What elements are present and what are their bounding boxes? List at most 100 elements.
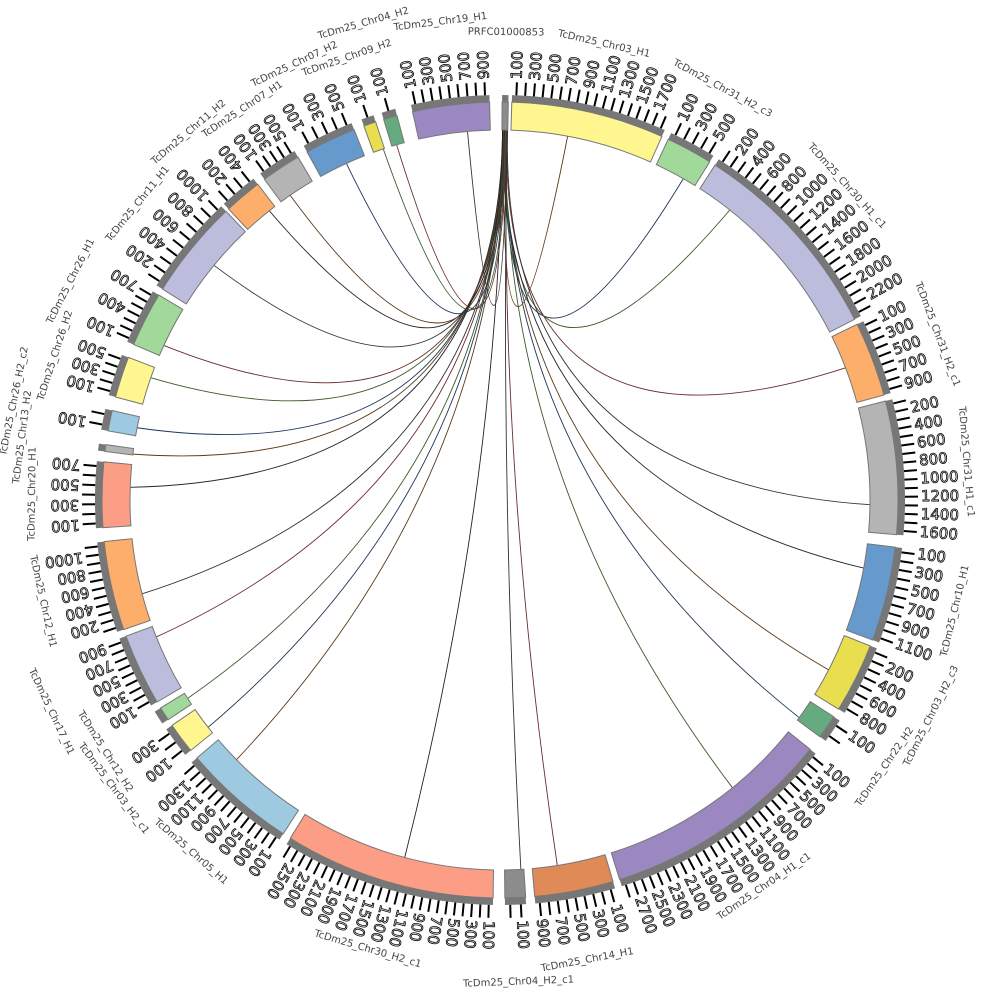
segment-band xyxy=(610,731,811,881)
tick-mark xyxy=(584,91,590,105)
tick-mark xyxy=(121,671,135,680)
link xyxy=(504,130,733,789)
tick-label: 500 xyxy=(442,917,463,947)
tick-mark xyxy=(125,679,138,687)
tick-mark xyxy=(801,769,813,780)
tick-mark xyxy=(895,407,909,413)
tick-label: 500 xyxy=(50,475,79,494)
tick-mark xyxy=(556,900,561,914)
segment-band xyxy=(159,692,193,721)
tick-mark xyxy=(283,141,292,154)
tick-mark xyxy=(83,463,97,467)
tick-mark xyxy=(102,369,116,376)
tick-mark xyxy=(895,586,909,592)
tick-mark xyxy=(393,891,399,905)
tick-mark xyxy=(410,895,416,909)
tick-mark xyxy=(558,86,563,100)
tick-mark xyxy=(886,620,900,627)
segment-band xyxy=(501,101,509,131)
tick-label: 100 xyxy=(51,516,81,536)
tick-mark xyxy=(799,218,811,229)
tick-label: 100 xyxy=(508,50,527,79)
tick-mark xyxy=(709,845,719,858)
tick-mark xyxy=(207,789,219,801)
segment-tick-track xyxy=(668,132,714,162)
segment-band xyxy=(125,625,182,703)
tick-mark xyxy=(139,287,152,296)
segment-tick-track xyxy=(534,881,616,904)
tick-mark xyxy=(823,248,835,258)
tick-mark xyxy=(153,264,166,274)
segment-tcdm25-chr13-h2 xyxy=(98,443,135,456)
tick-mark xyxy=(901,442,915,447)
tick-mark xyxy=(255,160,265,172)
link xyxy=(236,130,505,761)
tick-mark xyxy=(456,84,460,98)
tick-mark xyxy=(195,777,207,788)
link xyxy=(130,130,504,488)
tick-label: 1200 xyxy=(921,487,959,505)
segment-band xyxy=(104,444,135,456)
tick-mark xyxy=(640,878,648,892)
tick-mark xyxy=(744,166,755,179)
tick-mark xyxy=(583,895,589,910)
segment-tick-track xyxy=(119,636,158,706)
segment-tick-track xyxy=(260,151,298,180)
tick-mark xyxy=(883,629,897,636)
tick-label: 800 xyxy=(56,566,87,589)
segment-band xyxy=(814,634,871,710)
tick-mark xyxy=(532,83,536,97)
segment-name-label: TcDm25_Chr10_H1 xyxy=(938,564,971,659)
tick-mark xyxy=(515,82,518,96)
tick-mark xyxy=(664,869,672,882)
segment-band xyxy=(132,294,184,357)
tick-mark xyxy=(340,112,348,126)
tick-mark xyxy=(519,904,523,918)
segment-tick-track xyxy=(101,408,113,431)
tick-mark xyxy=(805,225,817,236)
tick-mark xyxy=(233,811,244,824)
tick-mark xyxy=(89,578,104,584)
tick-mark xyxy=(609,889,616,903)
tick-mark xyxy=(786,204,798,216)
tick-mark xyxy=(777,793,788,805)
tick-mark xyxy=(835,724,848,734)
segment-name-label: TcDm25_Chr03_H1 xyxy=(556,28,651,60)
tick-mark xyxy=(903,469,918,473)
tick-mark xyxy=(104,361,118,368)
tick-mark xyxy=(133,693,146,702)
tick-mark xyxy=(438,86,443,100)
tick-mark xyxy=(780,198,791,209)
tick-label: 1400 xyxy=(920,505,959,524)
tick-mark xyxy=(601,891,607,905)
tick-mark xyxy=(898,568,912,574)
segment-band xyxy=(363,121,386,153)
link xyxy=(404,130,504,858)
link xyxy=(345,130,505,315)
segment-band xyxy=(510,101,663,163)
segment-tick-track xyxy=(838,645,877,713)
tick-mark xyxy=(855,692,868,701)
segment-tick-track xyxy=(98,443,106,452)
tick-mark xyxy=(884,367,898,374)
tick-mark xyxy=(201,783,213,794)
segment-tick-track xyxy=(504,897,527,905)
tick-mark xyxy=(795,775,807,786)
tick-label: 300 xyxy=(416,55,439,86)
tick-mark xyxy=(368,884,375,898)
tick-mark xyxy=(783,787,795,799)
links-layer xyxy=(130,130,871,870)
tick-mark xyxy=(618,100,625,114)
segment-band xyxy=(171,708,214,752)
tick-mark xyxy=(427,898,432,912)
tick-mark xyxy=(95,602,109,609)
tick-label: 100 xyxy=(344,72,370,105)
segment-name-label: TcDm25_Chr14_H1 xyxy=(539,946,635,975)
tick-mark xyxy=(262,155,272,168)
tick-mark xyxy=(812,756,824,767)
link xyxy=(132,130,505,457)
